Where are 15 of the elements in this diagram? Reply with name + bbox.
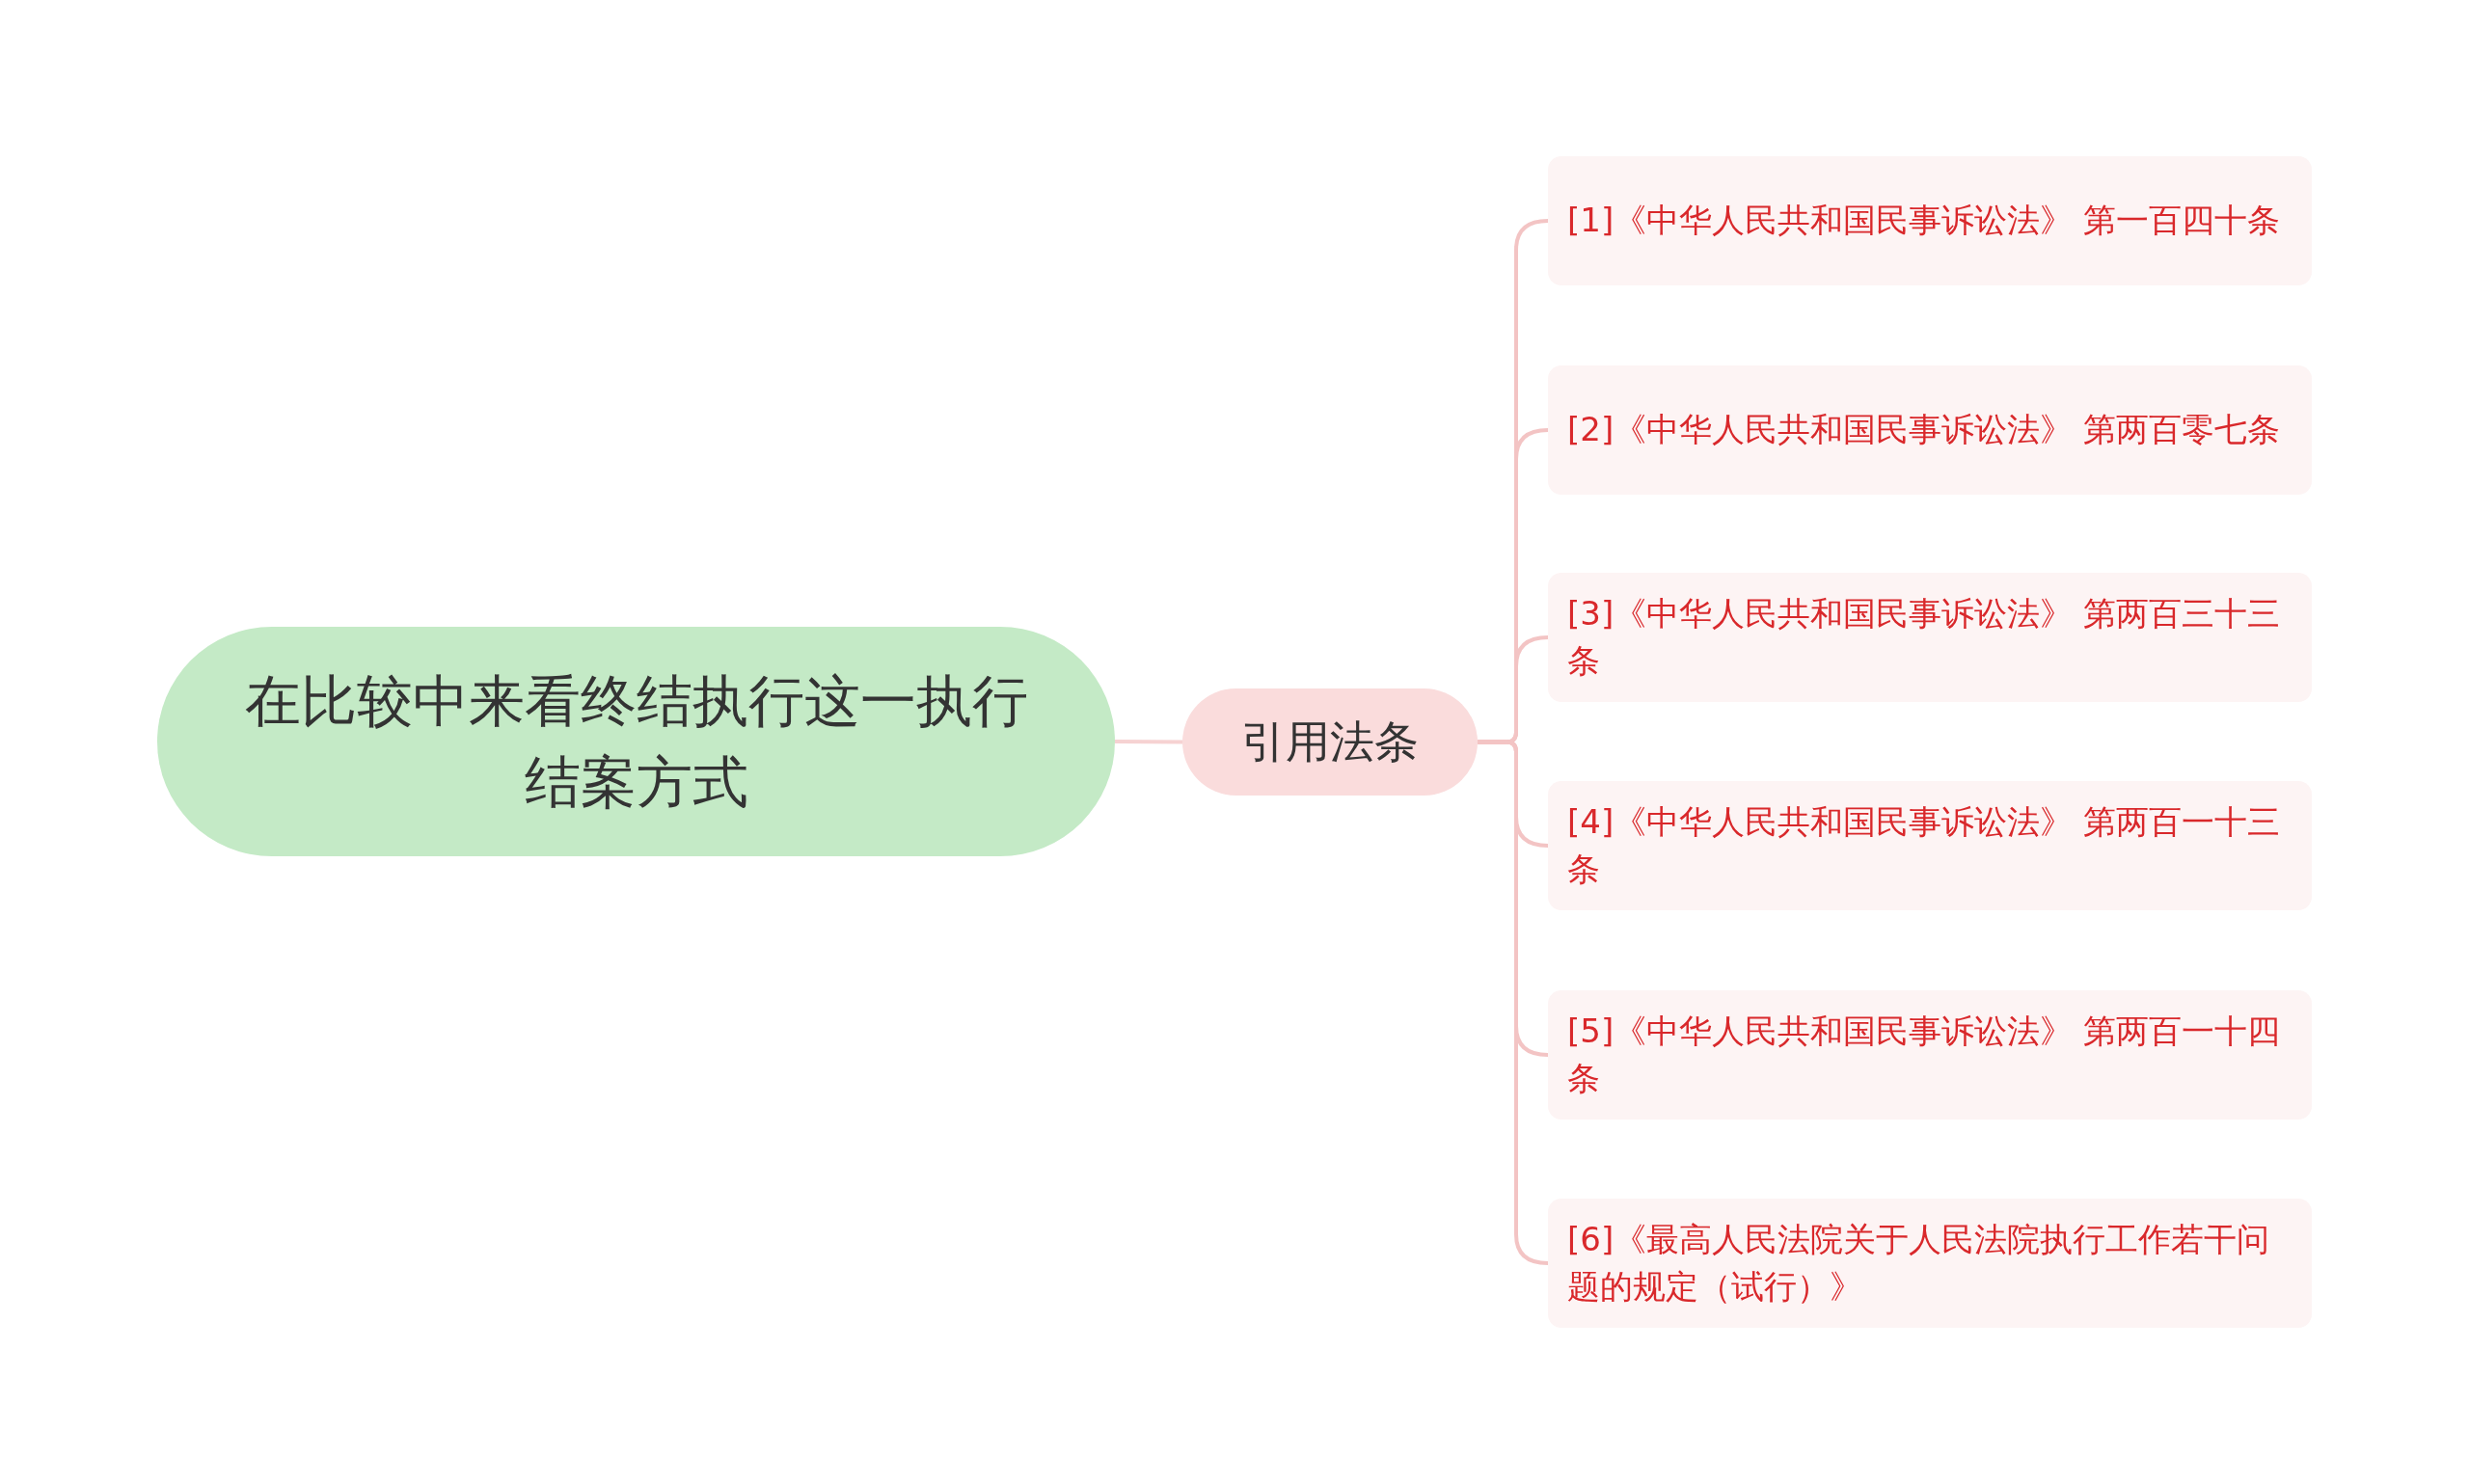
topic-box [1548,573,2312,702]
topic-text: [6]《最高人民法院关于人民法院执行工作若干问题的规定（试行）》 [1567,1218,2271,1308]
topic-text: [1]《中华人民共和国民事诉讼法》 第一百四十条 [1567,200,2280,242]
topic-text: [2]《中华人民共和国民事诉讼法》 第两百零七条 [1567,409,2280,451]
topic-text: 在比较中来看终结执行这一执行结案方式 [244,666,1028,817]
topic-box [1548,365,2312,495]
topic-box [1548,156,2312,285]
topic-box [1548,1199,2312,1328]
topic-box [1548,990,2312,1120]
topic-text: [3]《中华人民共和国民事诉讼法》 第两百三十三条 [1567,592,2281,682]
topic-text: [5]《中华人民共和国民事诉讼法》 第两百一十四条 [1567,1010,2281,1099]
topic-box [1548,781,2312,910]
connector-line [1115,740,1182,744]
topic-text: 引用法条 [1241,715,1419,770]
topic-text: [4]《中华人民共和国民事诉讼法》 第两百一十三条 [1567,800,2281,890]
